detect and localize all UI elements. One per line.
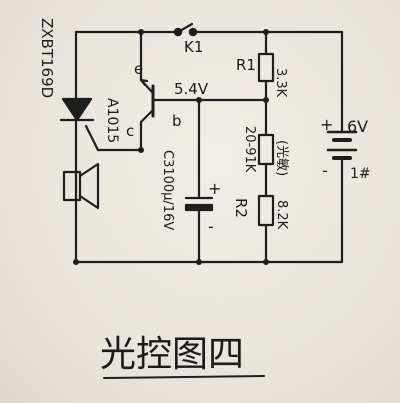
transistor-a1015 [139,78,268,152]
collector-pin-label: c [126,122,134,140]
battery-6v [326,30,358,264]
capacitor-minus: - [208,217,214,236]
capacitor-plus: + [208,179,221,198]
thyristor-zxbt169d [59,97,95,122]
diagram-title: 光控图四 [100,334,244,375]
r1-value: 3.3K [273,68,288,98]
battery-plus: + [320,115,333,134]
battery-number: 1# [350,166,371,182]
switch-label: K1 [184,38,203,56]
r2-label: R2 [232,198,250,218]
junction-dots [73,29,269,265]
switch-k1 [173,22,198,37]
speaker [62,162,100,210]
transistor-label: A1015 [104,98,120,143]
r2-note: (光敏) [274,140,289,176]
r3-value: 8.2K [274,200,289,230]
resistor-r1 [257,52,275,83]
resistor-column [257,30,275,264]
capacitor-c3 [184,98,214,264]
base-voltage-label: 5.4V [174,80,209,98]
base-pin-label: b [172,112,182,130]
emitter-pin-label: e [134,60,143,78]
resistor-r3 [257,194,275,227]
title-underline [103,375,265,379]
led-label: ZXBT169D [38,18,56,98]
gate-wire [84,124,100,152]
capacitor-label: C3100μ/16V [160,150,175,230]
resistor-r2 [257,133,275,166]
r1-label: R1 [236,56,256,74]
r2-value: 20-91K [242,126,257,173]
battery-minus: - [322,161,328,180]
battery-voltage: 6V [347,117,368,136]
